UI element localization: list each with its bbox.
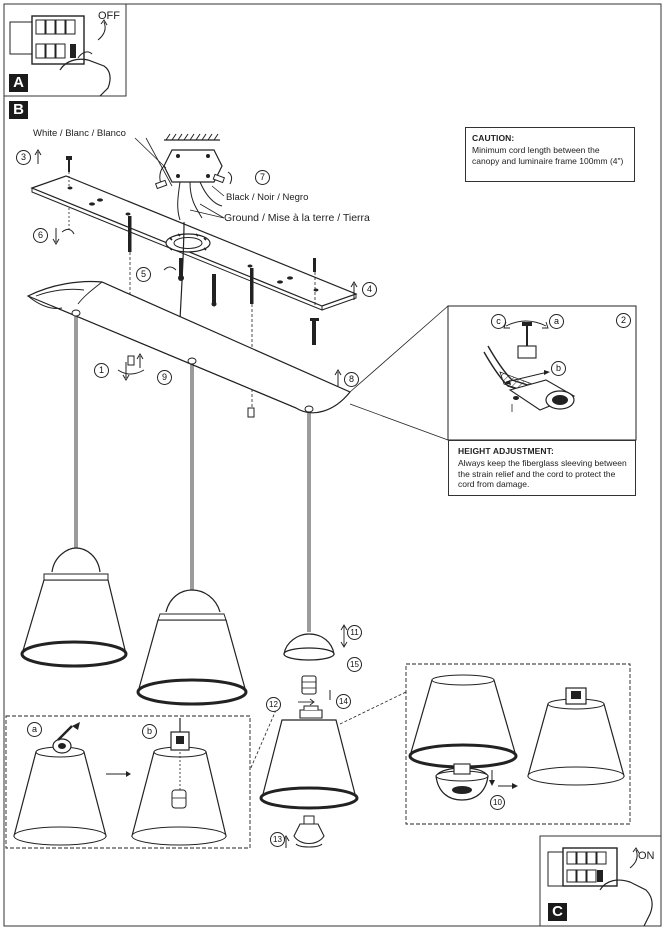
- height-adjustment-text: Always keep the fiberglass sleeving betw…: [458, 458, 627, 490]
- pendant-shade-1: [20, 547, 128, 668]
- step-3: 3: [16, 150, 31, 165]
- wire-label-ground: Ground / Mise à la terre / Tierra: [224, 212, 370, 224]
- substep-a-left: a: [27, 722, 42, 737]
- step-9: 9: [157, 370, 172, 385]
- height-adjustment-title: HEIGHT ADJUSTMENT:: [458, 446, 554, 456]
- detail-shade-attach: [5, 715, 251, 849]
- step-4: 4: [362, 282, 377, 297]
- wire-label-white: White / Blanc / Blanco: [33, 128, 126, 139]
- panel-a-breaker-off: [3, 3, 127, 97]
- step-11: 11: [347, 625, 362, 640]
- substep-b-detail: b: [551, 361, 566, 376]
- panel-a-badge: A: [9, 74, 28, 92]
- panel-c-breaker-on: [539, 835, 662, 927]
- height-adjustment-box: HEIGHT ADJUSTMENT: Always keep the fiber…: [448, 440, 636, 496]
- step-7: 7: [255, 170, 270, 185]
- substep-c-detail: c: [491, 314, 506, 329]
- canopy-channel: [26, 280, 351, 414]
- step-2: 2: [616, 313, 631, 328]
- switch-off-label: OFF: [98, 10, 120, 22]
- caution-text: Minimum cord length between the canopy a…: [472, 145, 624, 166]
- motion-arrows: [34, 149, 358, 386]
- caution-title: CAUTION:: [472, 133, 515, 143]
- wire-label-black: Black / Noir / Negro: [226, 192, 309, 203]
- strain-relief-detail: [349, 305, 637, 441]
- step-1: 1: [94, 363, 109, 378]
- step-10: 10: [490, 795, 505, 810]
- step-6: 6: [33, 228, 48, 243]
- substep-a-detail: a: [549, 314, 564, 329]
- pendant-exploded: [259, 624, 359, 848]
- panel-b-badge: B: [9, 101, 28, 119]
- ceiling: [164, 133, 220, 141]
- substep-b-left: b: [142, 724, 157, 739]
- step-8: 8: [344, 372, 359, 387]
- step-13: 13: [270, 832, 285, 847]
- mounting-bracket: [30, 175, 358, 311]
- junction-box: [154, 149, 233, 221]
- caution-box: CAUTION: Minimum cord length between the…: [465, 127, 635, 182]
- step-5: 5: [136, 267, 151, 282]
- switch-on-label: ON: [638, 850, 655, 862]
- callout-connectors: [249, 691, 407, 771]
- step-15: 15: [347, 657, 362, 672]
- detail-shade-swap: [405, 663, 631, 825]
- pendant-shade-2: [136, 589, 248, 706]
- pendant-cords: [74, 316, 311, 632]
- leader-lines: [134, 137, 225, 219]
- step-12: 12: [266, 697, 281, 712]
- step-14: 14: [336, 694, 351, 709]
- page-border: [3, 3, 662, 927]
- panel-c-badge: C: [548, 903, 567, 921]
